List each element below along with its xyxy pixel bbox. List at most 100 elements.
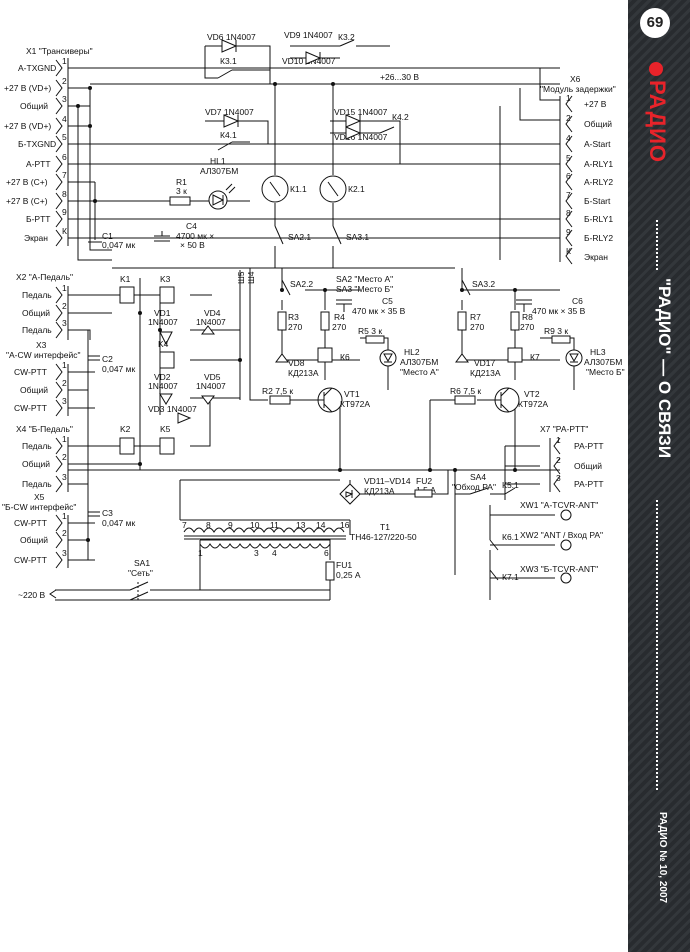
x7-num-3: 3 bbox=[556, 473, 561, 483]
k21-label: К2.1 bbox=[348, 184, 365, 194]
fu1-label-b: 0,25 А bbox=[336, 570, 361, 580]
x4-title: X4 "Б-Педаль" bbox=[16, 424, 73, 434]
k2-label: K2 bbox=[120, 424, 131, 434]
xw2-label: XW2 "ANT / Вход PA" bbox=[520, 530, 603, 540]
junction-dots bbox=[76, 82, 517, 542]
hl2-label-c: "Место А" bbox=[400, 367, 439, 377]
sa1-contact bbox=[129, 581, 149, 601]
vd15-label: VD15 1N4007 bbox=[334, 107, 388, 117]
x1-pin-7: +27 В (С+) bbox=[6, 177, 48, 187]
vd17-label-b: КД213А bbox=[470, 368, 501, 378]
k51-label: К5.1 bbox=[502, 480, 519, 490]
r1-label-b: 3 к bbox=[176, 186, 187, 196]
c6-symbol bbox=[516, 299, 532, 312]
vd17-symbol bbox=[455, 353, 469, 363]
c1-label-a: C1 bbox=[102, 231, 113, 241]
c6-label-a: C6 bbox=[572, 296, 583, 306]
power-supply: VD11–VD14 КД213А FU2 1,5 А 7 8 9 10 11 1… bbox=[18, 476, 436, 601]
x1-num-1: 1 bbox=[62, 56, 67, 66]
x5-pin-3: CW-PTT bbox=[14, 555, 47, 565]
x2-pin-3: Педаль bbox=[22, 325, 52, 335]
r7-symbol bbox=[457, 311, 467, 331]
sa1-label-a: SA1 bbox=[134, 558, 150, 568]
fu2-symbol bbox=[414, 489, 433, 498]
x4-pin-1: Педаль bbox=[22, 441, 52, 451]
wiring bbox=[55, 45, 575, 601]
x7-pin-1: PA-PTT bbox=[574, 441, 604, 451]
x1-num-10: К bbox=[62, 226, 67, 236]
vt2-label-a: VT2 bbox=[524, 389, 540, 399]
sa4-label-a: SA4 bbox=[470, 472, 486, 482]
x2-pin-2: Общий bbox=[22, 308, 50, 318]
vd4-label-a: VD4 bbox=[204, 308, 221, 318]
xw1-symbol bbox=[560, 509, 572, 521]
vd1-label-a: VD1 bbox=[154, 308, 171, 318]
t1-tap-7: 7 bbox=[182, 520, 187, 530]
r3-label-b: 270 bbox=[288, 322, 302, 332]
x1-title: X1 "Трансиверы" bbox=[26, 46, 93, 56]
t1-tap-16: 16 bbox=[340, 520, 350, 530]
c3-symbol bbox=[88, 511, 100, 517]
rail-label: +26...30 В bbox=[380, 72, 419, 82]
x5-pin-2: Общий bbox=[20, 535, 48, 545]
r5-symbol bbox=[365, 335, 385, 344]
k4-coil bbox=[159, 351, 175, 369]
r6-symbol bbox=[454, 395, 476, 405]
vd3-symbol bbox=[177, 412, 192, 424]
r9-symbol bbox=[551, 335, 571, 344]
x3-num-1: 1 bbox=[62, 360, 67, 370]
issue-label: РАДИО № 10, 2007 bbox=[657, 812, 668, 904]
vd4-label-b: 1N4007 bbox=[196, 317, 226, 327]
xw3-label: XW3 "Б-TCVR-ANT" bbox=[520, 564, 598, 574]
relay-coil-section: К1.1 К2.1 SA2.1 SA3.1 bbox=[261, 175, 369, 245]
k3-coil bbox=[159, 286, 175, 304]
x1-num-9: 9 bbox=[62, 207, 67, 217]
sa31-contact bbox=[332, 225, 342, 245]
xw1-label: XW1 "A-TCVR-ANT" bbox=[520, 500, 598, 510]
x4-num-3: 3 bbox=[62, 472, 67, 482]
x6-pin-5: A-RLY2 bbox=[584, 177, 613, 187]
c5-label-b: 470 мк × 35 В bbox=[352, 306, 406, 316]
r4-label-b: 270 bbox=[332, 322, 346, 332]
x6-num-2: 2 bbox=[566, 113, 571, 123]
x5-num-2: 2 bbox=[62, 528, 67, 538]
r3-label-a: R3 bbox=[288, 312, 299, 322]
k1-label: K1 bbox=[120, 274, 131, 284]
k42-label: К4.2 bbox=[392, 112, 409, 122]
x2-num-1: 1 bbox=[62, 283, 67, 293]
vd7-symbol bbox=[223, 114, 240, 128]
c2-label-b: 0,047 мк bbox=[102, 364, 135, 374]
t1-tap-8: 8 bbox=[206, 520, 211, 530]
x1-num-3: 3 bbox=[62, 94, 67, 104]
x7-title: X7 "PA-PTT" bbox=[540, 424, 588, 434]
pedal-relay-block: K1 K3 VD1 1N4007 VD4 1N4007 K4 VD2 1N400… bbox=[119, 271, 256, 455]
x6-pin-8: Б-RLY2 bbox=[584, 233, 613, 243]
vd2-label-a: VD2 bbox=[154, 372, 171, 382]
sa1-label-b: "Сеть" bbox=[128, 568, 153, 578]
k4-label: K4 bbox=[158, 339, 169, 349]
x1-num-5: 5 bbox=[62, 132, 67, 142]
vd9-label: VD9 1N4007 bbox=[284, 30, 333, 40]
r3-symbol bbox=[277, 311, 287, 331]
x3-num-3: 3 bbox=[62, 396, 67, 406]
x6-num-4: 4 bbox=[566, 133, 571, 143]
t1-label-a: T1 bbox=[380, 522, 390, 532]
x6-pin-9: Экран bbox=[584, 252, 608, 262]
hl2-symbol bbox=[379, 349, 397, 367]
x6-title: X6 bbox=[570, 74, 581, 84]
x6-pin-1: +27 В bbox=[584, 99, 607, 109]
c3-label-b: 0,047 мк bbox=[102, 518, 135, 528]
vd15-symbol bbox=[345, 114, 362, 128]
x6-num-6: 6 bbox=[566, 171, 571, 181]
x4-num-1: 1 bbox=[62, 434, 67, 444]
divider-dots bbox=[656, 500, 664, 790]
r7-label-b: 270 bbox=[470, 322, 484, 332]
x3-title: X3 bbox=[36, 340, 47, 350]
x1-num-2: 2 bbox=[62, 76, 67, 86]
x7-pin-3: PA-PTT bbox=[574, 479, 604, 489]
divider-dots bbox=[656, 220, 664, 270]
x6-num-9: 9 bbox=[566, 227, 571, 237]
c4-label-a: C4 bbox=[186, 221, 197, 231]
x3-pin-2: Общий bbox=[20, 385, 48, 395]
vd6-label: VD6 1N4007 bbox=[207, 32, 256, 42]
